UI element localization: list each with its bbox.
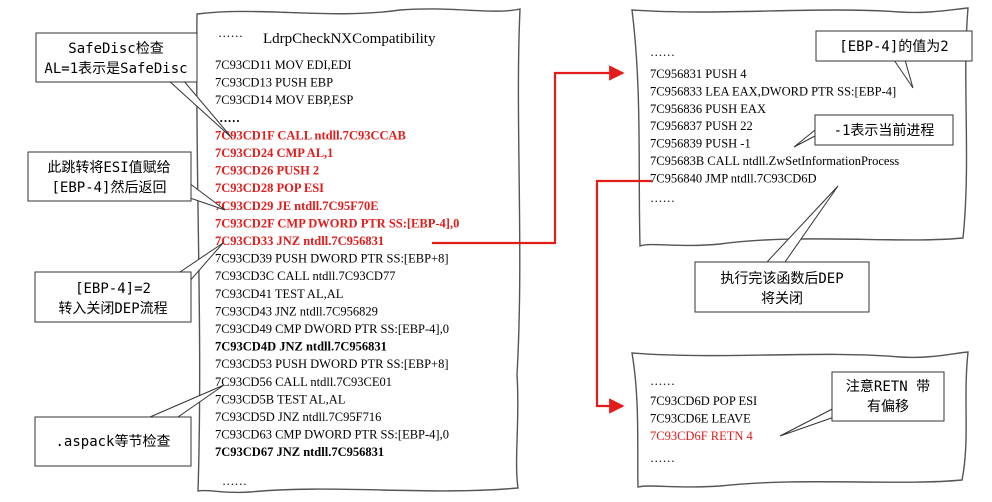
code-line: 7C93CD24 CMP AL,1 [215, 146, 333, 160]
code-line: 7C956833 LEA EAX,DWORD PTR SS:[EBP-4] [650, 84, 896, 98]
top-right-ellipsis-bottom: …… [650, 191, 675, 205]
top-right-ellipsis-top: …… [650, 45, 675, 59]
code-line: 7C93CD56 CALL ntdll.7C93CE01 [215, 375, 392, 389]
callout-dep-flow-line-1: [EBP-4]=2 [75, 281, 151, 297]
code-line: 7C93CD41 TEST AL,AL [215, 287, 343, 301]
callout-retn-note: 注意RETN 带 有偏移 [831, 371, 945, 422]
callout-current-process: -1表示当前进程 [814, 114, 954, 146]
code-line: 7C93CD26 PUSH 2 [215, 164, 319, 178]
code-line: 7C93CD63 CMP DWORD PTR SS:[EBP-4],0 [215, 428, 449, 442]
code-line: 7C93CD67 JNZ ntdll.7C956831 [215, 445, 384, 459]
callout-dep-closed-box [694, 261, 870, 313]
callout-retn-note-line-1: 注意RETN 带 [846, 378, 930, 395]
code-line: 7C93CD28 POP ESI [215, 181, 324, 195]
callout-esi-jump-box [27, 151, 192, 202]
top-right-code-panel: …… 7C956831 PUSH 4 7C956833 LEA EAX,DWORD… [631, 7, 969, 248]
callout-safedisc: SafeDisc检查 AL=1表示是SafeDisc [35, 32, 198, 83]
code-line: 7C93CD2F CMP DWORD PTR SS:[EBP-4],0 [215, 216, 459, 230]
callout-ebp-value-box [815, 30, 973, 62]
code-line: 7C956831 PUSH 4 [650, 67, 747, 81]
code-line: 7C93CD6E LEAVE [650, 412, 751, 426]
code-line: 7C93CD6D POP ESI [650, 394, 757, 408]
code-line: 7C93CD14 MOV EBP,ESP [215, 93, 353, 107]
callout-safedisc-box [35, 32, 198, 83]
main-ellipsis-bottom: …… [222, 474, 247, 488]
callout-dep-closed-line-2: 将关闭 [761, 291, 803, 307]
callout-safedisc-line-2: AL=1表示是SafeDisc [44, 61, 187, 77]
top-right-panel-shape [631, 7, 969, 248]
code-line: 7C93CD3C CALL ntdll.7C93CD77 [215, 269, 395, 283]
code-line: 7C95683B CALL ntdll.ZwSetInformationProc… [650, 154, 899, 168]
bottom-right-ellipsis-bottom: …… [650, 451, 675, 465]
code-line: 7C93CD53 PUSH DWORD PTR SS:[EBP+8] [215, 357, 448, 371]
main-code-lines: 7C93CD11 MOV EDI,EDI 7C93CD13 PUSH EBP 7C9… [215, 58, 459, 459]
code-line: 7C93CD6F RETN 4 [650, 429, 754, 443]
code-line: 7C93CD33 JNZ ntdll.7C956831 [215, 234, 384, 248]
callout-esi-jump: 此跳转将ESI值赋给 [EBP-4]然后返回 [27, 151, 192, 202]
callout-aspack: .aspack等节检查 [34, 416, 192, 467]
code-line: 7C93CD43 JNZ ntdll.7C956829 [215, 304, 378, 318]
callout-ebp-value-line-1: [EBP-4]的值为2 [839, 39, 948, 55]
jump-arrow-to-top-panel [432, 65, 625, 245]
callout-dep-flow-box [34, 271, 192, 323]
callout-esi-jump-line-1: 此跳转将ESI值赋给 [47, 160, 170, 176]
callout-aspack-box [34, 416, 192, 467]
bottom-right-ellipsis-top: …… [650, 374, 675, 388]
callout-dep-closed: 执行完该函数后DEP 将关闭 [694, 261, 870, 313]
code-line: 7C93CD49 CMP DWORD PTR SS:[EBP-4],0 [215, 322, 449, 336]
code-line: 7C93CD11 MOV EDI,EDI [215, 58, 351, 72]
callout-safedisc-line-1: SafeDisc检查 [68, 41, 163, 57]
code-line: 7C956837 PUSH 22 [650, 119, 753, 133]
callout-ebp-value: [EBP-4]的值为2 [815, 30, 973, 62]
code-line: 7C956840 JMP ntdll.7C93CD6D [650, 171, 817, 185]
code-line: 7C93CD13 PUSH EBP [215, 76, 333, 90]
callout-dep-closed-line-1: 执行完该函数后DEP [720, 271, 843, 287]
code-line: 7C93CD5D JNZ ntdll.7C95F716 [215, 410, 381, 424]
code-line: 7C93CD29 JE ntdll.7C95F70E [215, 199, 379, 213]
code-line: …… [215, 111, 240, 125]
callout-dep-flow: [EBP-4]=2 转入关闭DEP流程 [34, 271, 192, 323]
main-panel-shape [195, 8, 521, 494]
main-ellipsis-top: …… [218, 26, 243, 40]
callout-current-process-box [814, 114, 954, 146]
callout-retn-note-box [831, 371, 945, 422]
code-line: 7C93CD4D JNZ ntdll.7C956831 [215, 340, 387, 354]
code-line: 7C93CD39 PUSH DWORD PTR SS:[EBP+8] [215, 252, 448, 266]
code-line: 7C956839 PUSH -1 [650, 137, 751, 151]
callout-retn-note-line-2: 有偏移 [867, 399, 909, 415]
callout-esi-jump-line-2: [EBP-4]然后返回 [51, 179, 166, 196]
top-right-code-lines: 7C956831 PUSH 4 7C956833 LEA EAX,DWORD PT… [650, 67, 899, 185]
callout-aspack-line-1: .aspack等节检查 [55, 433, 170, 450]
main-code-panel: …… LdrpCheckNXCompatibility 7C93CD11 MOV… [195, 8, 521, 494]
main-panel-title: LdrpCheckNXCompatibility [263, 31, 436, 47]
bottom-right-code-lines: 7C93CD6D POP ESI 7C93CD6E LEAVE 7C93CD6F R… [650, 394, 757, 443]
callout-dep-flow-line-2: 转入关闭DEP流程 [58, 301, 167, 317]
code-line: 7C93CD5B TEST AL,AL [215, 392, 345, 406]
jump-arrow-to-bottom-panel [595, 179, 652, 414]
code-line: 7C956836 PUSH EAX [650, 102, 766, 116]
code-line: 7C93CD1F CALL ntdll.7C93CCAB [215, 128, 406, 142]
callout-pointers [149, 59, 914, 437]
callout-current-process-line-1: -1表示当前进程 [834, 122, 935, 139]
